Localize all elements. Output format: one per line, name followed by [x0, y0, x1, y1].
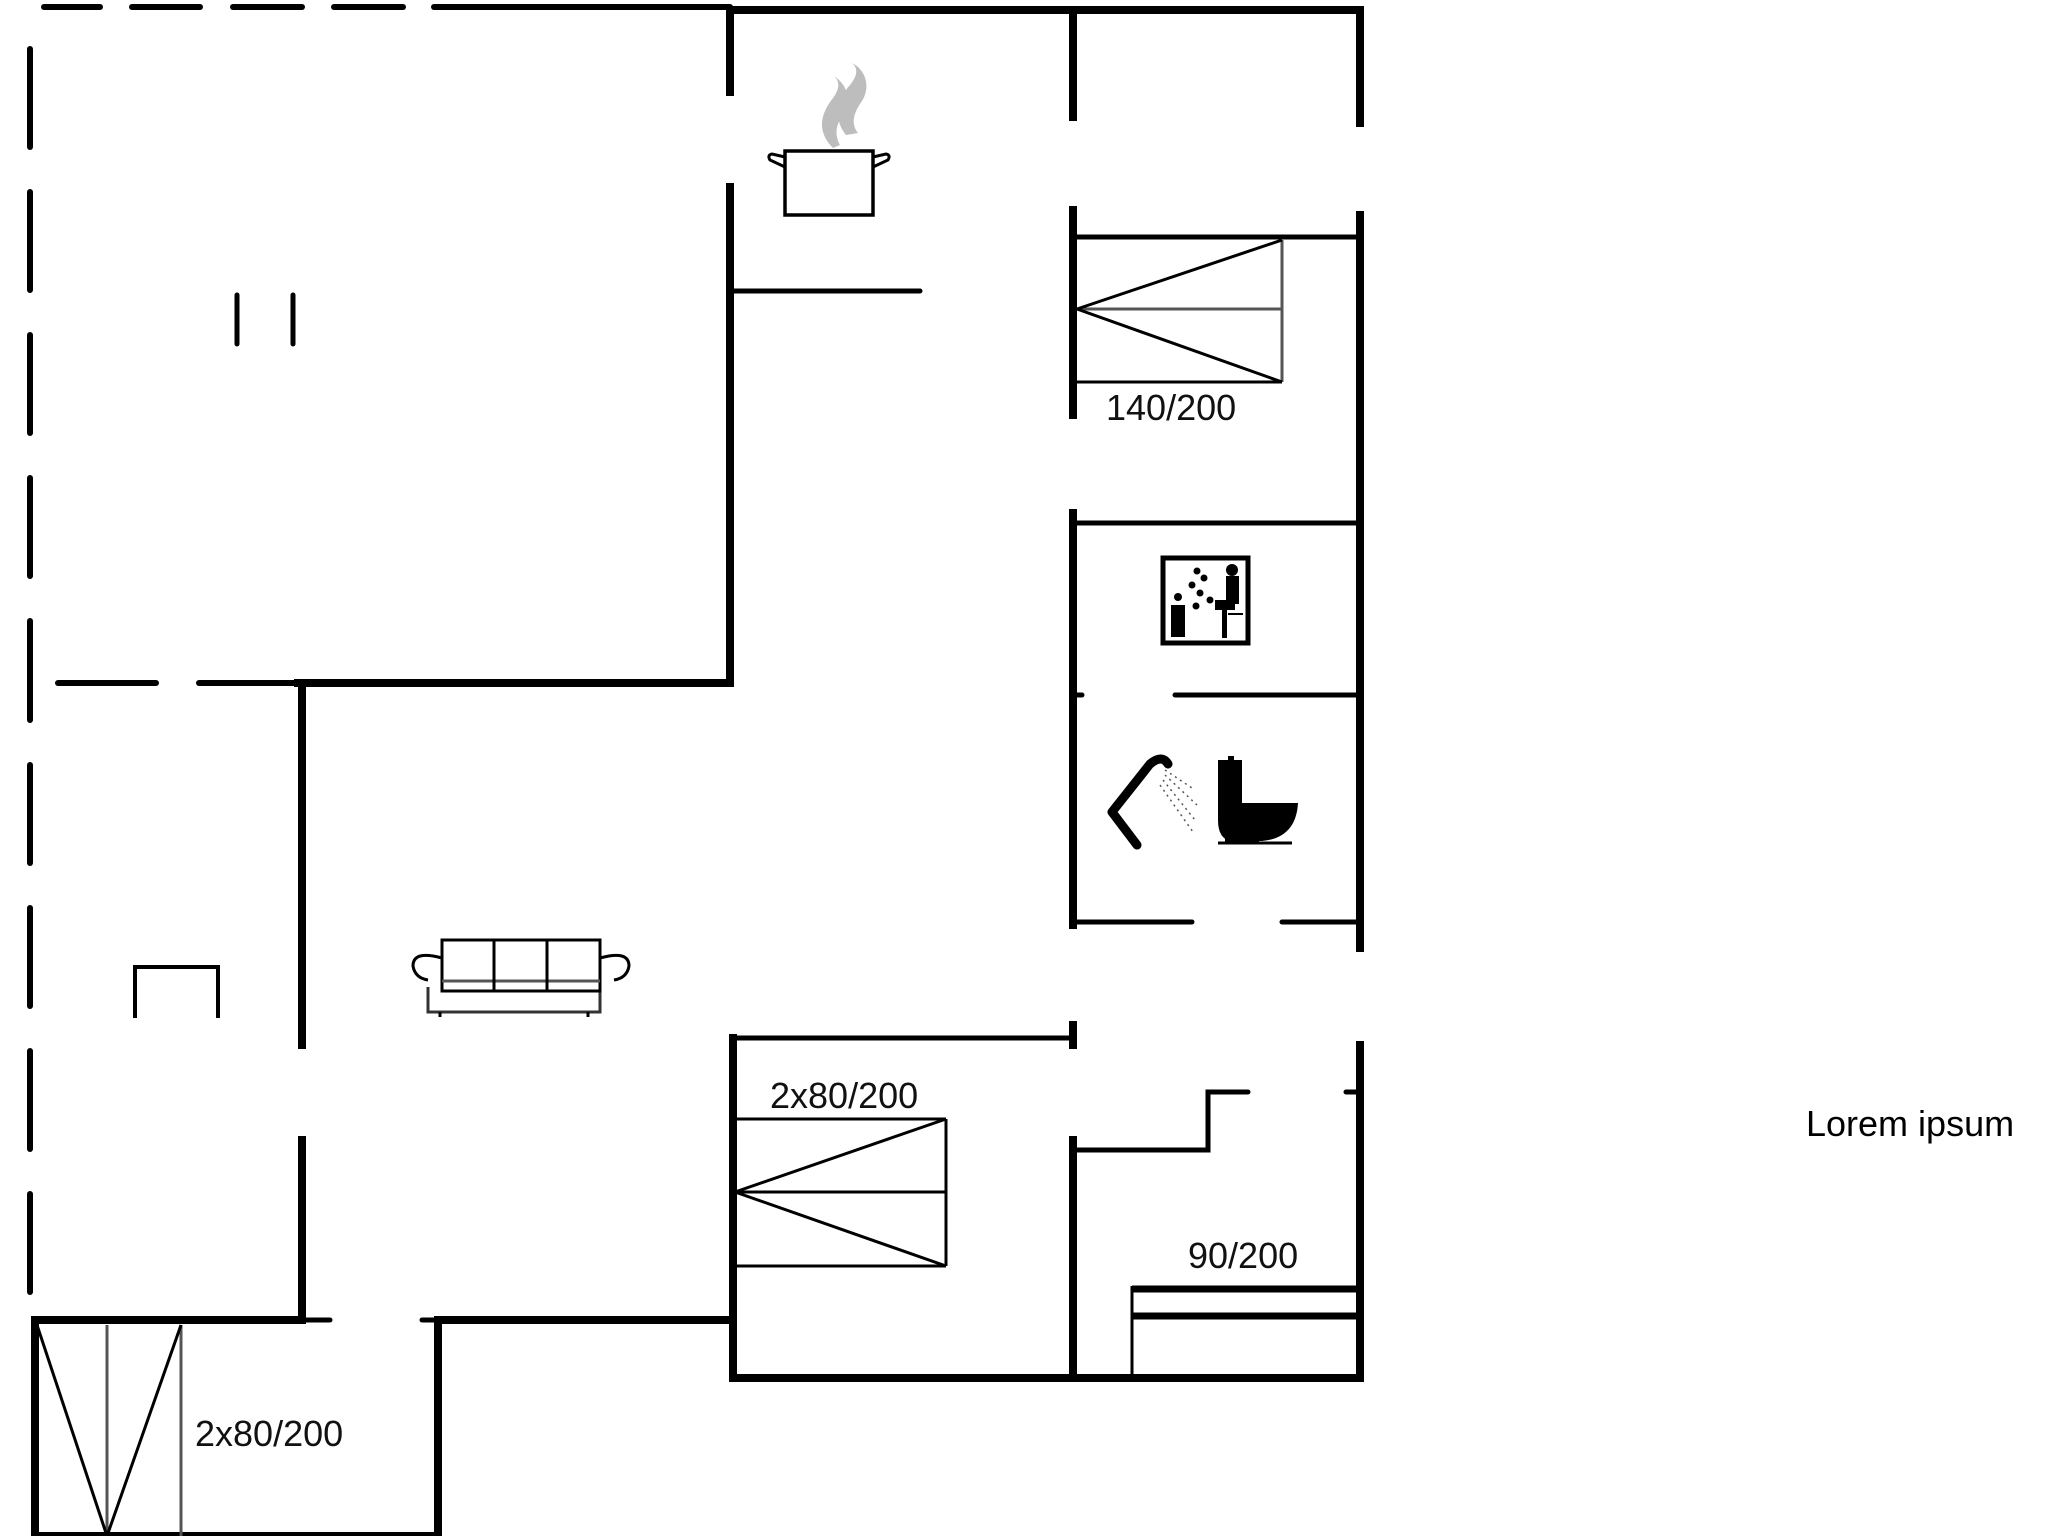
- bed-140-200: [1076, 238, 1284, 384]
- bed-label-2x80-200-middle: 2x80/200: [770, 1075, 918, 1116]
- terrace-dashed-boundary: [27, 4, 733, 1295]
- bed-90-200: [1130, 1285, 1360, 1378]
- bed-label-2x80-200-bottom: 2x80/200: [195, 1413, 343, 1454]
- sofa-icon: [411, 938, 631, 1017]
- sauna-icon: [1160, 555, 1251, 646]
- legend-text: Lorem ipsum: [1806, 1103, 2014, 1144]
- walls: [31, 6, 1364, 1536]
- bed-2x80-200-middle: [734, 1117, 948, 1268]
- toilet-icon: [1218, 756, 1298, 845]
- bed-label-90-200: 90/200: [1188, 1235, 1298, 1276]
- bed-label-140-200: 140/200: [1106, 387, 1236, 428]
- cooking-pot-icon: [767, 63, 891, 217]
- shower-icon: [1107, 754, 1198, 850]
- bed-2x80-200-bottom: [35, 1324, 183, 1536]
